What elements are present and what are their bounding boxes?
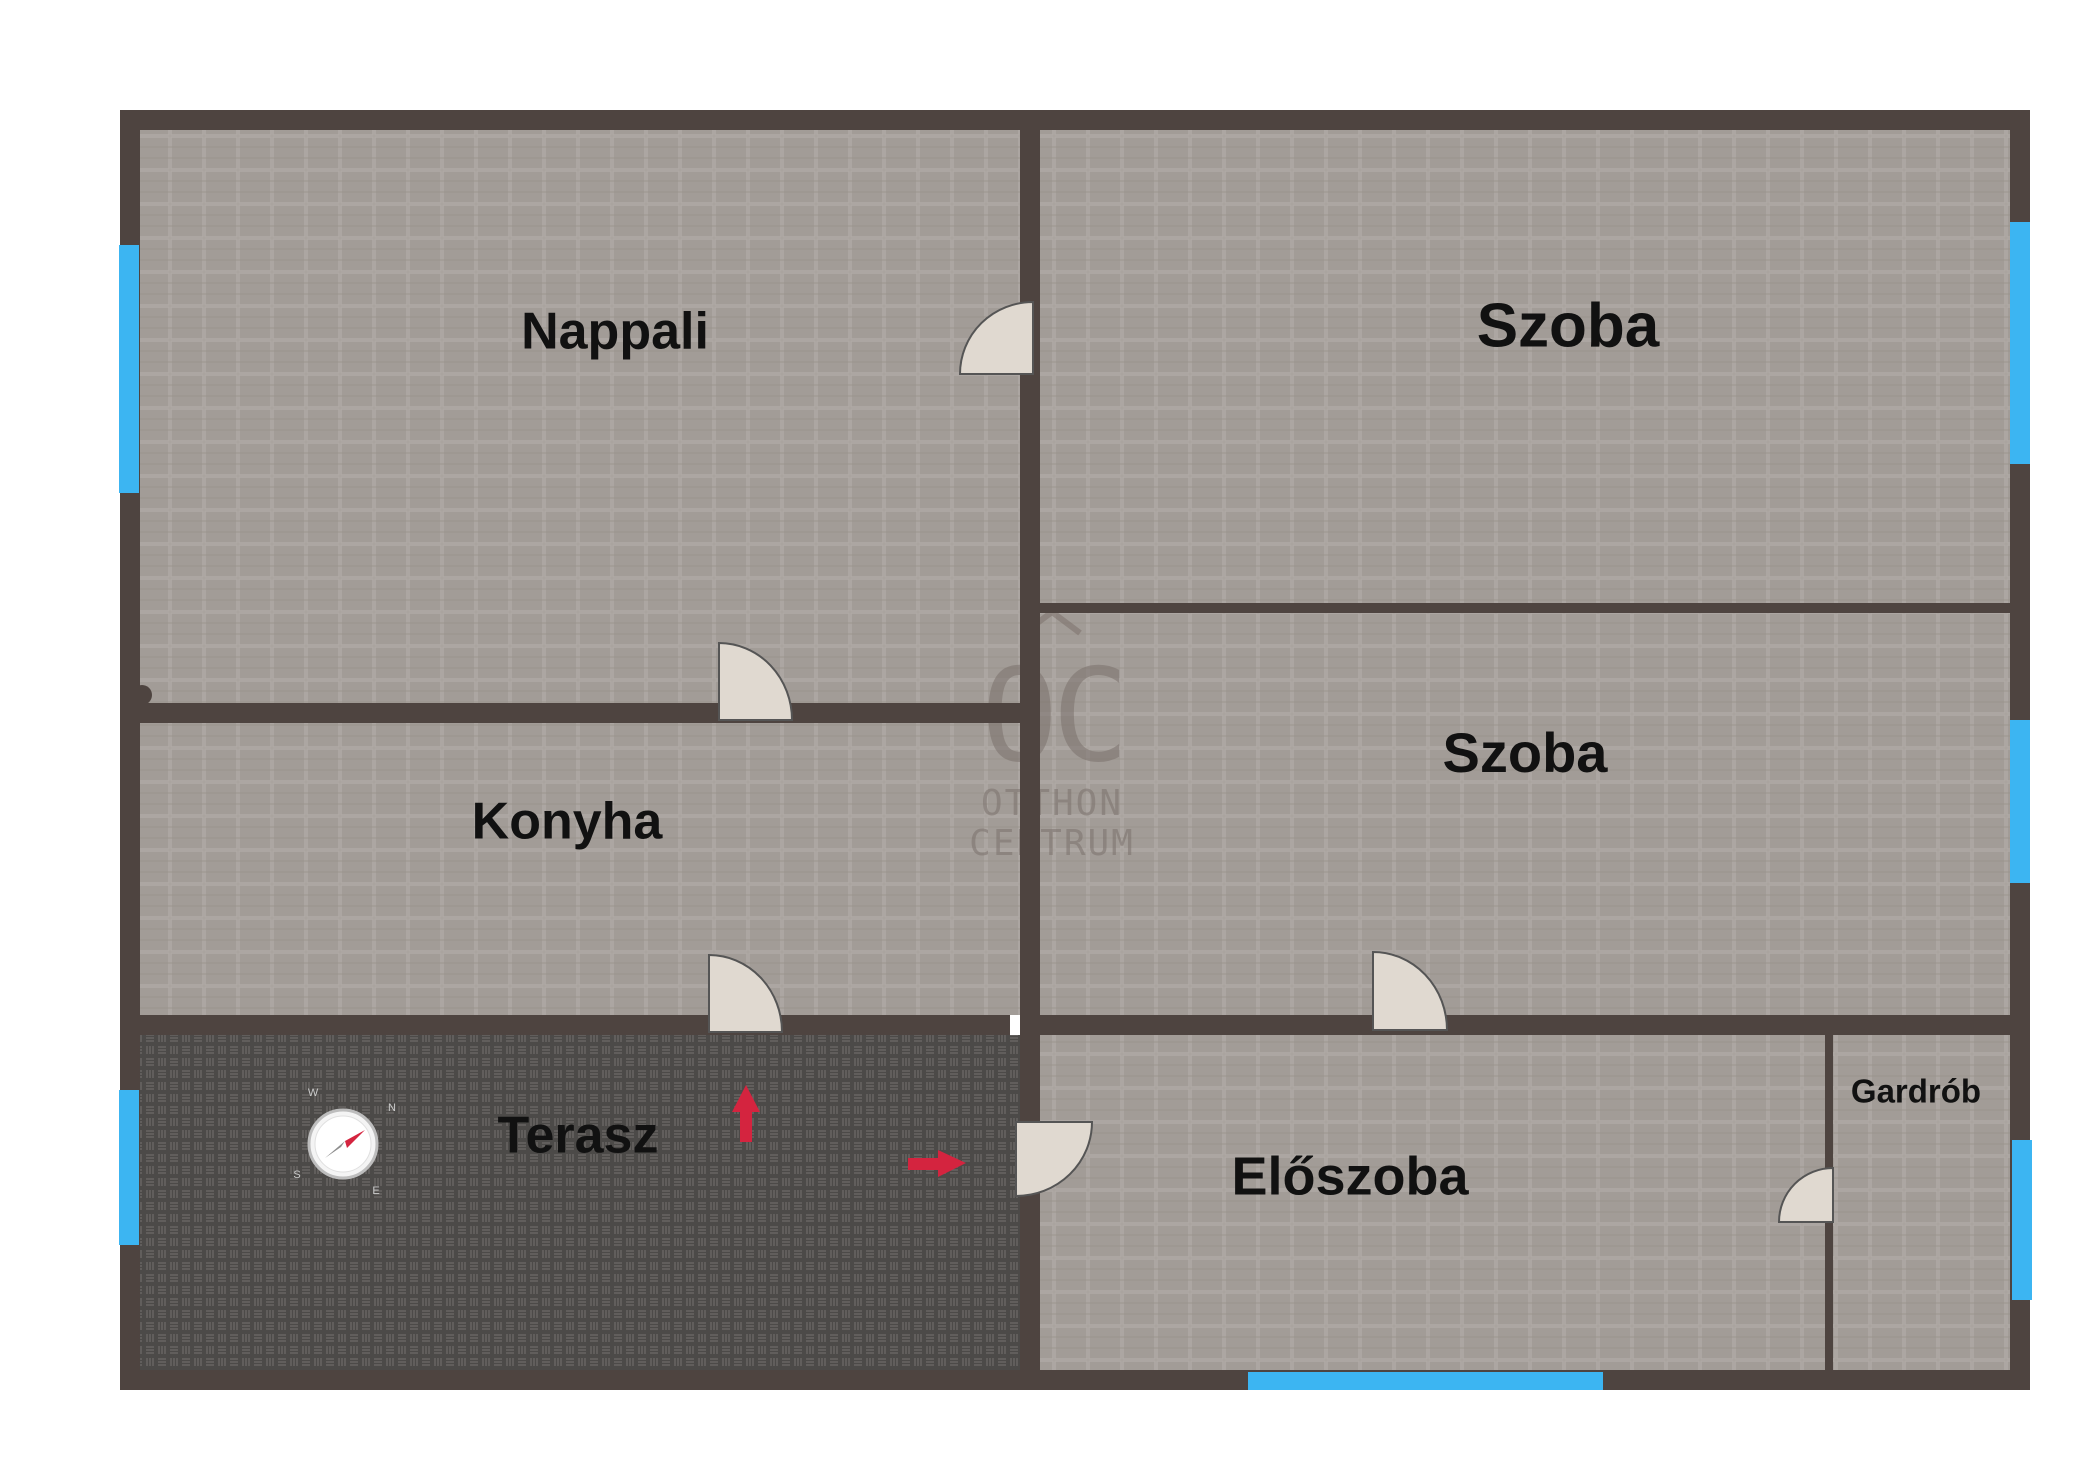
window-szoba-top [2010,222,2030,464]
arrow-right-icon [908,1150,966,1177]
wall-center-vertical [1020,130,1040,1370]
windows [119,222,2032,1390]
floor-nappali [140,130,1030,703]
wall-szoba-szoba [1040,603,2010,613]
floor-eloszoba [1040,1035,1825,1370]
floor-konyha [140,723,1030,1015]
compass-s: S [293,1169,300,1181]
wall-szoba-eloszoba [1040,1015,2010,1035]
door-konyha-terasz [708,953,784,1033]
watermark-line1: OTTHON [981,783,1123,824]
wall-outer-bottom [120,1370,2030,1390]
label-terasz: Terasz [498,1107,659,1165]
direction-arrows [732,1085,966,1177]
watermark: OC OTTHON CENTRUM [969,608,1135,864]
arrow-up-icon [732,1085,760,1142]
compass-e: E [372,1185,379,1197]
wall-outer-top [120,110,2030,130]
watermark-line2: CENTRUM [969,823,1135,864]
compass-w: W [308,1087,319,1099]
room-labels: Nappali Szoba Szoba Konyha Terasz Előszo… [472,291,1981,1206]
door-nappali [958,300,1034,375]
label-nappali: Nappali [521,303,709,361]
floors [140,130,2010,1370]
compass-icon: N E S W [293,1087,396,1197]
door-gardrob [1777,1166,1834,1223]
label-konyha: Konyha [472,793,664,851]
label-szoba-mid: Szoba [1443,721,1609,784]
floor-szoba-mid [1040,613,2010,1015]
label-gardrob: Gardrób [1851,1073,1981,1110]
window-terasz [119,1090,139,1245]
wall-konyha-terasz [140,1015,1010,1035]
compass-n: N [388,1102,396,1114]
floor-terasz [140,1035,1030,1370]
window-gardrob [2012,1140,2032,1300]
door-terasz-eloszoba [1015,1121,1094,1198]
window-nappali [119,245,139,493]
wall-joint [132,685,152,705]
floor-szoba-top [1040,130,2010,603]
label-eloszoba: Előszoba [1231,1146,1469,1206]
floor-gardrob [1833,1035,2010,1370]
window-szoba-mid [2010,720,2030,883]
doors [708,300,1834,1223]
door-nappali-konyha [718,641,794,721]
label-szoba-top: Szoba [1477,291,1660,360]
window-eloszoba [1248,1372,1603,1390]
door-szoba-mid [1372,950,1449,1031]
wall-nappali-konyha [140,703,1020,723]
